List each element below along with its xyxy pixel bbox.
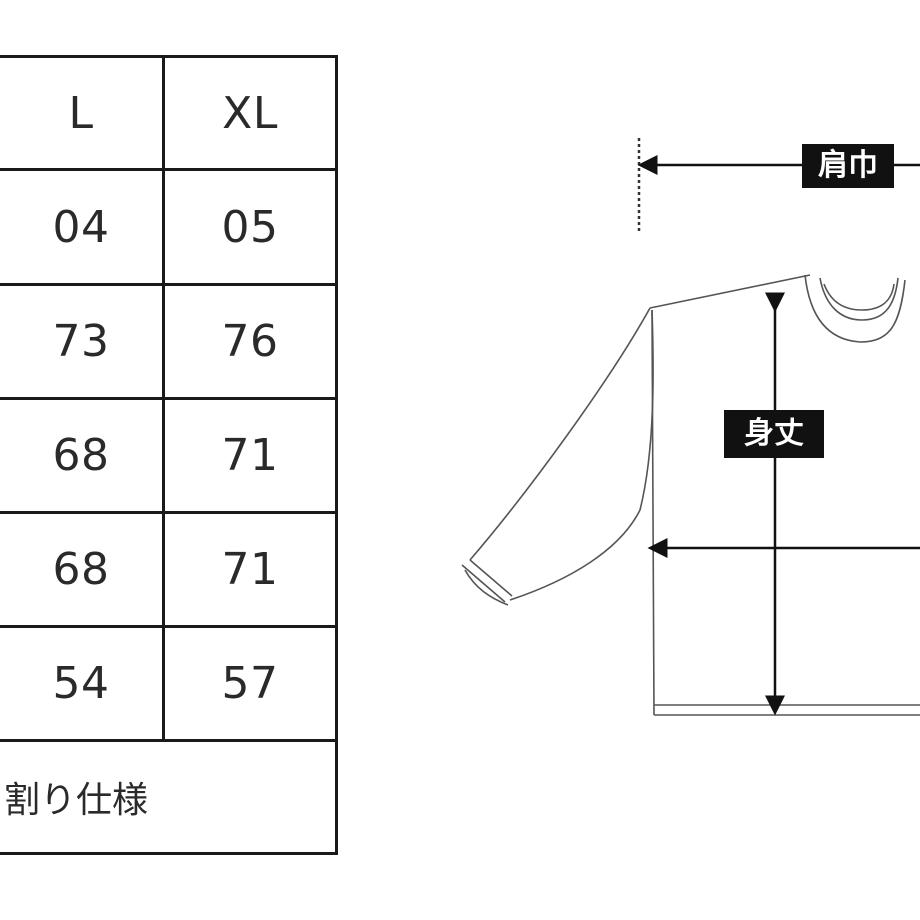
table-divider <box>0 739 338 742</box>
size-table: L XL 04 05 73 76 68 71 68 71 54 57 割り仕様 <box>0 55 338 855</box>
header-size-l: L <box>68 87 94 139</box>
table-cell: 71 <box>221 544 279 595</box>
table-cell: 57 <box>221 658 279 709</box>
table-cell: 54 <box>52 658 110 709</box>
garment-diagram: 肩巾 身丈 <box>430 110 920 750</box>
shoulder-label: 肩巾 <box>802 144 894 188</box>
tshirt-body <box>461 274 920 716</box>
table-divider <box>0 625 338 628</box>
table-cell: 71 <box>221 430 279 481</box>
table-border-right <box>335 55 338 855</box>
table-divider <box>0 511 338 514</box>
table-border-top <box>0 55 338 58</box>
table-footer-note: 割り仕様 <box>4 780 149 821</box>
garment-outline <box>461 138 920 716</box>
table-divider <box>0 168 338 171</box>
header-size-xl: XL <box>222 87 278 139</box>
table-divider <box>0 397 338 400</box>
table-divider <box>0 283 338 286</box>
table-cell: 04 <box>52 201 110 253</box>
table-cell: 68 <box>52 544 110 595</box>
table-column-divider <box>162 55 165 742</box>
table-cell: 68 <box>52 430 110 481</box>
length-label: 身丈 <box>724 410 824 458</box>
table-cell: 05 <box>221 201 279 253</box>
table-cell: 73 <box>52 316 110 367</box>
table-border-bottom <box>0 852 338 855</box>
table-cell: 76 <box>221 316 279 367</box>
